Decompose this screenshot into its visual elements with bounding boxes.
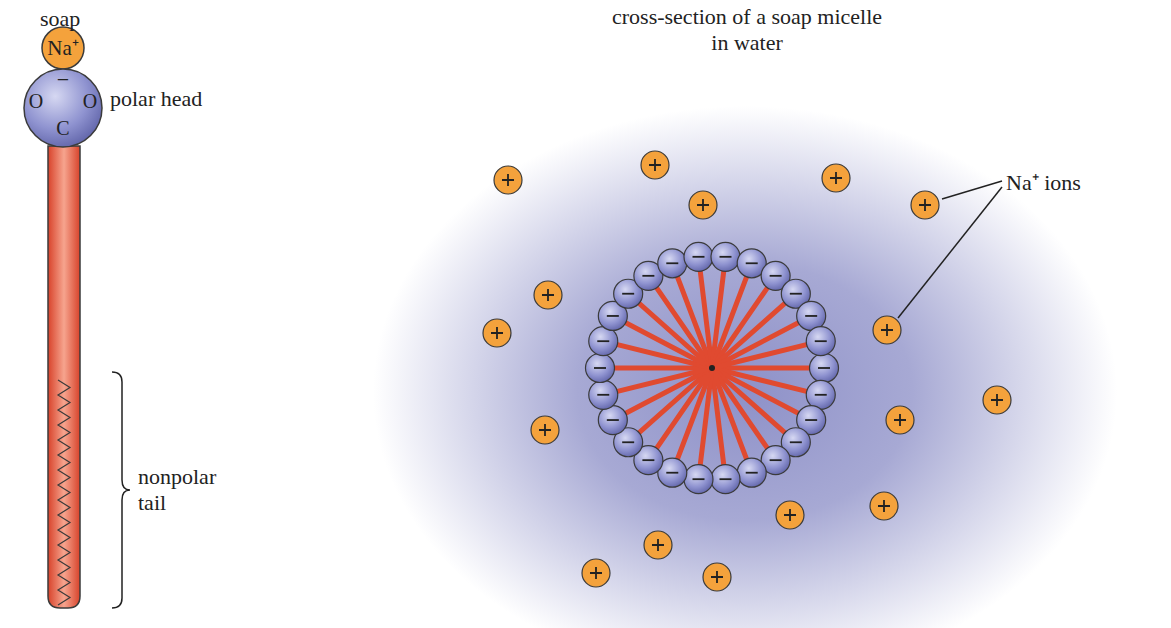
micelle-tail (603, 368, 712, 395)
micelle-head (797, 301, 826, 330)
sodium-ion (531, 416, 559, 444)
callout-label: Na⁺ ions (1006, 170, 1081, 196)
part-name: nonpolar tail (138, 464, 248, 517)
sodium-ion (870, 492, 898, 520)
sodium-ion (582, 559, 610, 587)
micelle-head (598, 406, 627, 435)
sodium-ion (886, 406, 914, 434)
sodium-ion (644, 531, 672, 559)
part-name: polar head (110, 88, 202, 110)
panel-title: soap (40, 6, 80, 32)
micelle-head (806, 380, 835, 409)
micelle-tail (712, 341, 821, 368)
leader-line (898, 187, 1002, 318)
sodium-ions (483, 151, 1011, 591)
sodium-ion (534, 281, 562, 309)
sodium-ion (703, 563, 731, 591)
micelle-tail (712, 316, 811, 368)
micelle-head (589, 327, 618, 356)
carbon-chain (58, 380, 70, 605)
micelle (586, 242, 839, 493)
micelle-head (684, 465, 713, 494)
atom-label: O (83, 91, 97, 111)
leader-line (942, 181, 1002, 199)
micelle-head (658, 249, 687, 278)
sodium-ion (641, 151, 669, 179)
micelle-head (684, 242, 713, 271)
micelle-head (806, 327, 835, 356)
micelle-head (586, 354, 615, 383)
micelle-tail (613, 368, 712, 420)
sodium-ion (873, 316, 901, 344)
nonpolar-tail (48, 146, 80, 608)
bracket (112, 372, 130, 608)
sodium-ion (983, 386, 1011, 414)
sodium-ion (483, 319, 511, 347)
micelle-head (711, 242, 740, 271)
micelle-head (810, 354, 839, 383)
sodium-circle: Na⁺ (41, 26, 85, 70)
sodium-ion (822, 164, 850, 192)
ion-symbol: Na⁺ (47, 38, 79, 59)
atom-label: C (56, 118, 69, 138)
panel-title: cross-section of a soap micelle in water (612, 4, 882, 57)
micelle-head (737, 458, 766, 487)
micelle-tail (712, 368, 726, 479)
sodium-ion (911, 191, 939, 219)
micelle-core (709, 365, 715, 371)
micelle-head (589, 380, 618, 409)
charge-sign: − (57, 69, 69, 91)
micelle-head (711, 465, 740, 494)
micelle-tail (698, 257, 712, 368)
atom-label: O (29, 91, 43, 111)
sodium-ion (494, 166, 522, 194)
sodium-ion (776, 501, 804, 529)
water-halo (373, 106, 1117, 628)
polar-head: OCO−polar head (23, 68, 103, 148)
sodium-ion (689, 191, 717, 219)
